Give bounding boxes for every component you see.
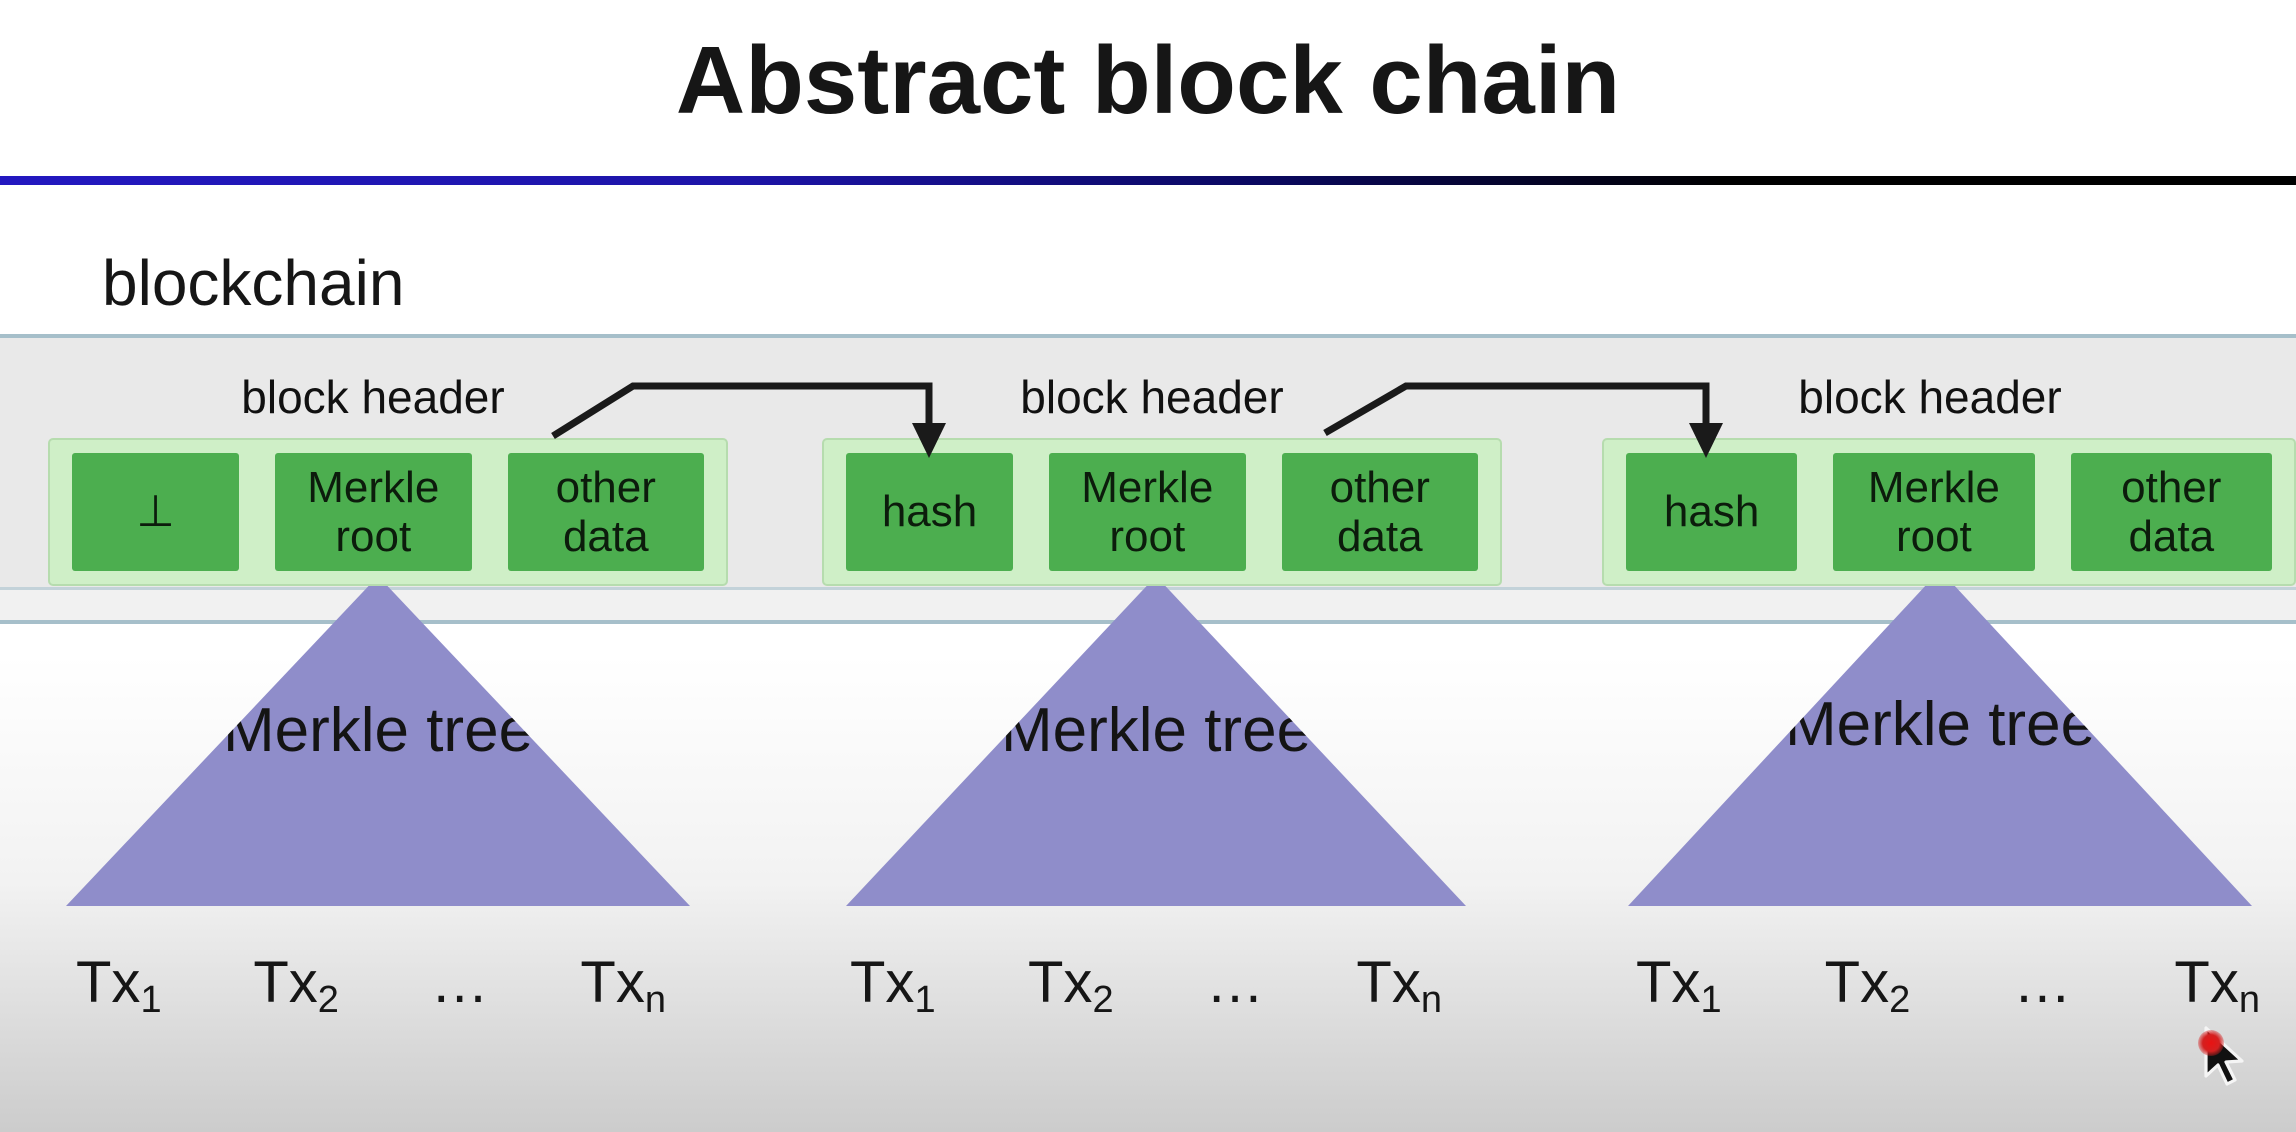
tx-subscript: n (2238, 979, 2260, 1022)
title-divider-rule (0, 176, 2296, 185)
tx-label: Txn (2174, 949, 2260, 1022)
tx-label: Tx2 (1028, 949, 1114, 1022)
merkle-root-cell: Merkle root (1049, 453, 1246, 571)
other-data-cell: other data (1281, 453, 1478, 571)
page-title: Abstract block chain (675, 27, 1621, 134)
merkle-tree-label: Merkle tree (1000, 696, 1312, 765)
tx-label: Tx1 (1636, 949, 1722, 1022)
block-header-label-3: block header (1798, 371, 2062, 423)
block-header-box-2: hash Merkle root other data (822, 438, 1502, 586)
other-data-cell: other data (2070, 453, 2272, 571)
tx-row-3: Tx1 Tx2 … Txn (1636, 942, 2260, 1022)
tx-label: Tx2 (1824, 949, 1911, 1022)
genesis-null-cell: ⊥ (72, 453, 240, 571)
tx-row-2: Tx1 Tx2 … Txn (850, 942, 1442, 1022)
tx-label: Tx1 (76, 949, 162, 1022)
tx-subscript: 2 (317, 979, 339, 1022)
tx-ellipsis: … (2013, 949, 2072, 1015)
merkle-root-cell: Merkle root (275, 453, 472, 571)
merkle-tree-triangle-1: Merkle tree (66, 576, 690, 906)
tx-subscript: 1 (914, 979, 936, 1022)
merkle-tree-label: Merkle tree (1784, 690, 2096, 759)
block-header-label-2: block header (1020, 371, 1284, 423)
tx-subscript: 2 (1092, 979, 1114, 1022)
tx-label: Txn (1356, 949, 1442, 1022)
tx-label: Tx2 (253, 949, 339, 1022)
blockchain-label: blockchain (102, 247, 405, 319)
tx-row-1: Tx1 Tx2 … Txn (76, 942, 666, 1022)
tx-subscript: n (1420, 979, 1442, 1022)
tx-subscript: n (644, 979, 666, 1022)
tx-subscript: 1 (1700, 979, 1722, 1022)
hash-cell: hash (846, 453, 1014, 571)
tx-label: Txn (580, 949, 666, 1022)
block-header-box-1: ⊥ Merkle root other data (48, 438, 728, 586)
tx-ellipsis: … (430, 949, 489, 1015)
merkle-tree-label: Merkle tree (222, 696, 534, 765)
cursor-highlight-dot (2198, 1030, 2224, 1056)
merkle-root-cell: Merkle root (1833, 453, 2035, 571)
mouse-cursor (2186, 1016, 2256, 1096)
tx-subscript: 2 (1889, 979, 1911, 1022)
tx-subscript: 1 (140, 979, 162, 1022)
hash-cell: hash (1626, 453, 1798, 571)
block-header-label-1: block header (241, 371, 505, 423)
merkle-tree-triangle-2: Merkle tree (846, 576, 1466, 906)
tx-ellipsis: … (1206, 949, 1264, 1015)
pointer-arrow-icon (2204, 1026, 2244, 1086)
other-data-cell: other data (507, 453, 704, 571)
block-header-box-3: hash Merkle root other data (1602, 438, 2296, 586)
tx-label: Tx1 (850, 949, 936, 1022)
